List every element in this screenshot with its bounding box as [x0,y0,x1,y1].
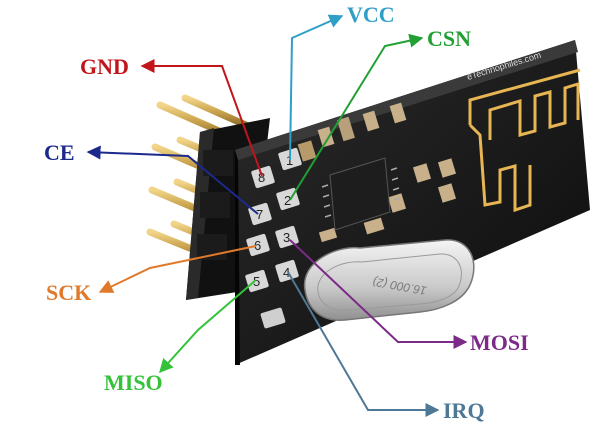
extra-pad [260,307,286,329]
pin-number-4: 4 [283,265,290,280]
pin-number-8: 8 [258,170,265,185]
irq-arrow [287,271,440,417]
miso-arrow [159,279,257,374]
label-ce: CE [44,140,75,165]
smd-components [297,102,457,243]
pin-pad-8: 8 [251,165,275,189]
pin-labels: GND VCC CSN CE SCK MOSI MISO IRQ [44,2,529,423]
pcb-antenna [468,68,581,213]
label-csn: CSN [427,26,471,51]
sck-arrow [98,245,257,293]
pin-number-5: 5 [253,274,260,289]
label-mosi: MOSI [470,330,529,355]
rf-chip [321,157,401,231]
pin-number-7: 7 [256,207,263,222]
pin-number-1: 1 [286,153,293,168]
label-sck: SCK [46,280,91,305]
ce-arrow [86,145,259,215]
pin-number-2: 2 [284,193,291,208]
vcc-arrow [289,14,344,161]
csn-arrow [289,33,424,201]
label-miso: MISO [104,370,163,395]
label-vcc: VCC [347,2,395,27]
gnd-arrow [140,59,263,177]
mosi-arrow [289,239,468,349]
pin-number-3: 3 [283,230,290,245]
label-gnd: GND [80,54,129,79]
crystal-oscillator: 16.000 (2) [304,239,475,321]
pin-pad-6: 6 [246,233,270,257]
callout-arrows [86,14,468,417]
label-irq: IRQ [443,398,485,423]
pin-pad-4: 4 [275,259,299,283]
pin-number-6: 6 [254,238,261,253]
pin-pad-5: 5 [245,269,269,293]
pin-pad-7: 7 [248,202,272,226]
